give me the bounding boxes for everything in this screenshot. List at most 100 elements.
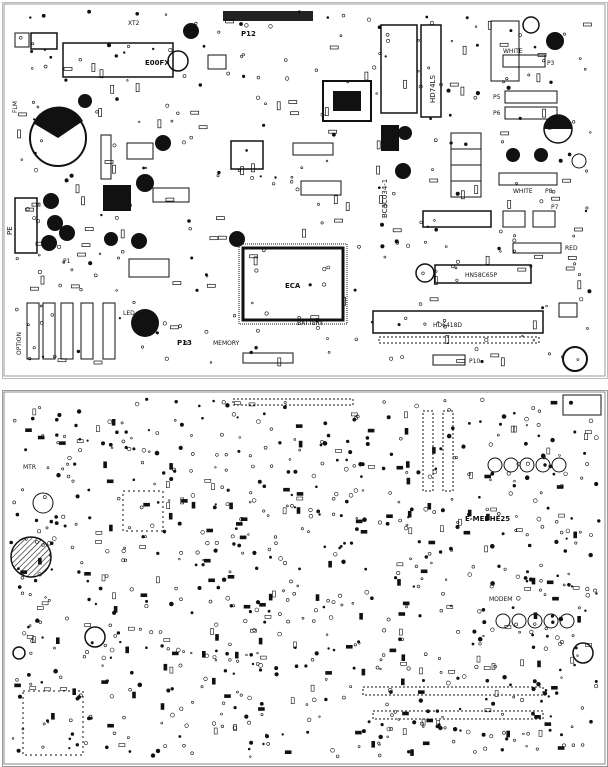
via-hole xyxy=(15,307,19,312)
via-hole xyxy=(40,680,44,684)
via-hole xyxy=(164,13,168,16)
smd-pad xyxy=(404,411,408,419)
via-hole xyxy=(489,734,494,739)
via-hole xyxy=(524,416,529,422)
via-hole xyxy=(527,543,532,548)
ic-right-vertical xyxy=(420,24,442,118)
via-hole xyxy=(547,695,550,698)
via-hole xyxy=(341,559,346,565)
via-hole xyxy=(515,182,518,185)
via-hole xyxy=(361,729,366,734)
via-hole xyxy=(15,512,20,517)
smd-pad xyxy=(400,678,405,686)
resistor-part xyxy=(433,276,438,285)
via-hole xyxy=(297,315,301,320)
smd-pad xyxy=(101,574,106,582)
via-hole xyxy=(499,250,502,253)
via-hole xyxy=(441,591,445,596)
label-battery: BATTERY xyxy=(297,320,324,327)
smd-pad xyxy=(191,501,196,509)
via-hole xyxy=(484,697,488,701)
via-hole xyxy=(221,577,227,582)
smd-pad xyxy=(36,606,44,610)
via-hole xyxy=(294,664,299,669)
via-hole xyxy=(567,583,571,587)
via-hole xyxy=(418,614,422,618)
smd-pad xyxy=(552,596,559,601)
via-hole xyxy=(155,748,161,754)
via-hole xyxy=(45,526,49,530)
via-hole xyxy=(394,576,398,580)
via-hole xyxy=(585,593,590,598)
via-hole xyxy=(434,227,439,232)
via-hole xyxy=(39,304,43,308)
resistor-part xyxy=(536,73,541,83)
via-hole xyxy=(137,682,143,688)
via-hole xyxy=(467,572,472,577)
via-hole xyxy=(338,593,343,598)
via-hole xyxy=(560,355,564,359)
via-hole xyxy=(312,697,317,702)
via-hole xyxy=(512,483,516,488)
via-hole xyxy=(108,623,113,628)
via-hole xyxy=(471,565,475,569)
resistor-part xyxy=(583,22,592,27)
via-hole xyxy=(228,642,232,647)
via-hole xyxy=(112,143,117,148)
via-hole xyxy=(175,647,181,653)
smd-pad xyxy=(328,560,332,568)
via-hole xyxy=(497,246,501,251)
resistor-part xyxy=(499,42,509,47)
via-hole xyxy=(41,745,45,749)
via-hole xyxy=(31,100,35,104)
connector-small-right-2 xyxy=(532,210,556,228)
via-hole xyxy=(183,341,188,345)
via-hole xyxy=(38,406,42,410)
label-p10: P10 xyxy=(469,358,480,365)
via-hole xyxy=(16,567,20,571)
via-hole xyxy=(141,345,145,349)
via-hole xyxy=(252,550,257,555)
via-hole xyxy=(551,190,556,194)
via-hole xyxy=(109,647,115,653)
via-hole xyxy=(124,430,128,434)
header-bottom-3 xyxy=(60,302,74,360)
via-hole xyxy=(245,653,248,657)
via-hole xyxy=(98,252,102,256)
via-hole xyxy=(274,672,279,677)
label-red: RED xyxy=(565,245,578,252)
via-hole xyxy=(512,411,516,415)
via-hole xyxy=(262,123,266,127)
via-hole xyxy=(101,664,104,667)
via-hole xyxy=(13,418,17,423)
via-hole xyxy=(27,625,30,629)
smd-pad xyxy=(95,531,103,535)
resistor-part xyxy=(376,140,381,150)
label-p3: P3 xyxy=(547,60,555,67)
via-hole xyxy=(117,256,120,260)
via-hole xyxy=(412,585,415,588)
via-hole xyxy=(512,695,516,699)
via-hole xyxy=(501,80,505,84)
via-hole xyxy=(211,721,217,726)
resistor-part xyxy=(577,280,582,290)
via-hole xyxy=(232,314,237,318)
via-hole xyxy=(56,107,60,112)
capacitor-dark-top xyxy=(183,23,199,39)
via-hole xyxy=(74,423,78,428)
resistor-part xyxy=(490,353,500,358)
via-hole xyxy=(532,339,535,342)
ic-small-center xyxy=(230,140,264,170)
resistor-part xyxy=(290,111,299,116)
smd-pad xyxy=(229,502,233,510)
via-hole xyxy=(404,316,408,320)
via-hole xyxy=(367,720,371,724)
via-hole xyxy=(31,42,35,46)
via-hole xyxy=(201,416,204,420)
via-hole xyxy=(397,718,400,721)
via-hole xyxy=(25,207,30,211)
via-hole xyxy=(214,649,218,653)
smd-pad xyxy=(417,690,425,694)
via-hole xyxy=(512,738,516,742)
label-ic-right-vertical: HD74LS xyxy=(429,75,437,103)
